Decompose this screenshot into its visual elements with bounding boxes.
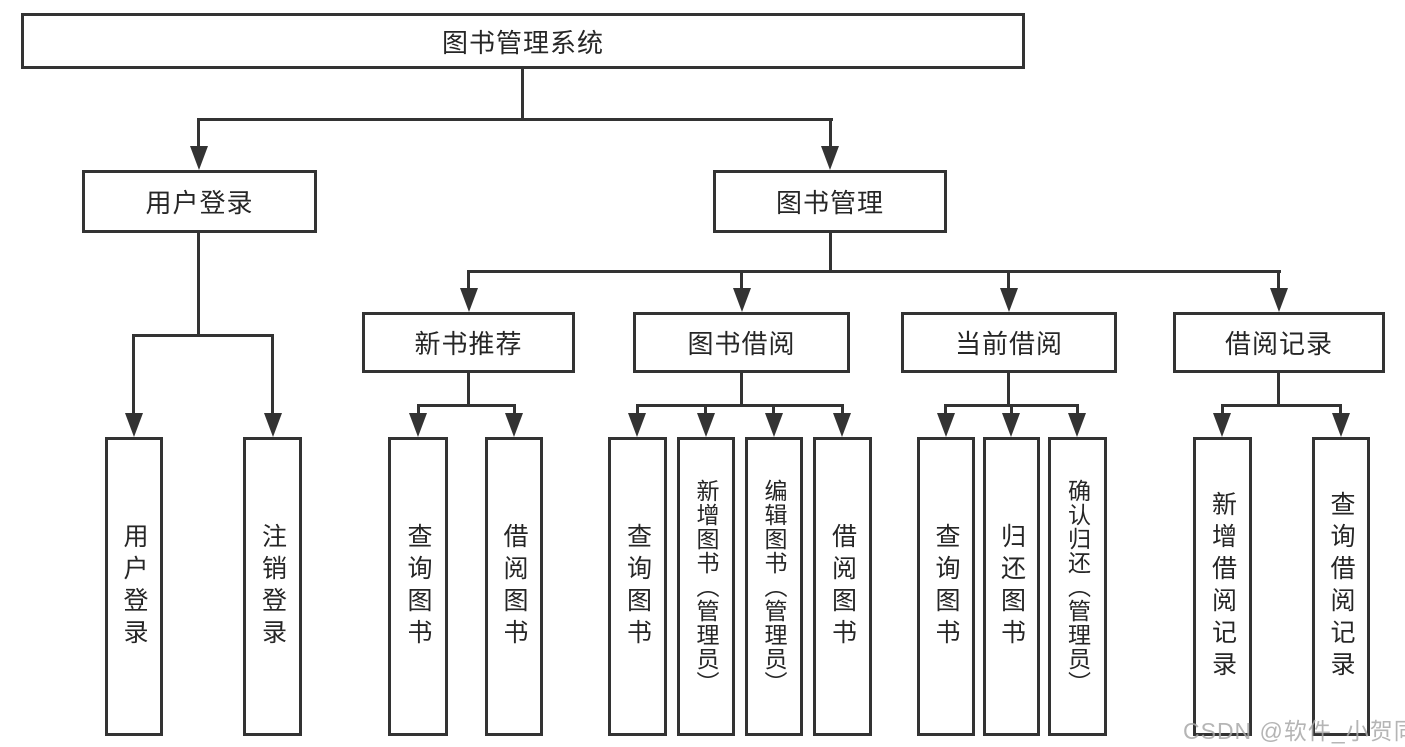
leaf-confirm-return-admin: 确认归还（管理员） [1048,437,1107,736]
connector-line [467,373,470,406]
arrow-down-icon [190,146,208,170]
leaf-add-book-admin-label: 新增图书（管理员） [693,478,719,695]
connector-line [513,404,516,414]
arrow-down-icon [1332,413,1350,437]
node-book-management: 图书管理 [713,170,947,233]
leaf-borrow-books-recommend: 借阅图书 [485,437,543,736]
leaf-user-login-label: 用户登录 [120,522,148,651]
connector-line [197,233,200,337]
connector-line [1221,404,1342,407]
leaf-query-borrow-record: 查询借阅记录 [1312,437,1370,736]
node-book-borrow: 图书借阅 [633,312,850,373]
connector-line [740,270,743,288]
leaf-add-book-admin: 新增图书（管理员） [677,437,735,736]
connector-line [1010,404,1013,414]
node-user-login-label: 用户登录 [145,188,254,218]
connector-line [521,68,524,120]
connector-line [841,404,844,414]
leaf-logout: 注销登录 [243,437,302,736]
watermark: CSDN @软件_小贺同学 [1183,718,1405,744]
connector-line [197,118,833,121]
connector-line [829,233,832,273]
leaf-borrow-books: 借阅图书 [813,437,872,736]
arrow-down-icon [628,413,646,437]
arrow-down-icon [1068,413,1086,437]
connector-line [468,270,1281,273]
node-new-book-recommend: 新书推荐 [362,312,575,373]
leaf-query-books-borrow: 查询图书 [608,437,667,736]
leaf-query-borrow-record-label: 查询借阅记录 [1327,490,1355,683]
connector-line [1007,373,1010,406]
node-user-login: 用户登录 [82,170,317,233]
node-borrow-record-label: 借阅记录 [1224,329,1333,359]
leaf-return-book: 归还图书 [983,437,1040,736]
node-current-borrow-label: 当前借阅 [954,329,1063,359]
leaf-query-books-current-label: 查询图书 [932,522,960,651]
connector-line [417,404,516,407]
connector-line [740,373,743,406]
leaf-edit-book-admin-label: 编辑图书（管理员） [761,478,787,695]
node-current-borrow: 当前借阅 [901,312,1117,373]
arrow-down-icon [409,413,427,437]
connector-line [271,334,274,413]
arrow-down-icon [460,288,478,312]
arrow-down-icon [125,413,143,437]
leaf-add-borrow-record-label: 新增借阅记录 [1208,490,1237,683]
leaf-borrow-books-recommend-label: 借阅图书 [500,522,528,651]
arrow-down-icon [1002,413,1020,437]
arrow-down-icon [821,146,839,170]
connector-line [829,118,832,148]
connector-line [417,404,420,414]
connector-line [1277,270,1280,288]
arrow-down-icon [697,413,715,437]
arrow-down-icon [937,413,955,437]
arrow-down-icon [1213,413,1231,437]
node-new-book-recommend-label: 新书推荐 [414,329,523,359]
node-book-management-label: 图书管理 [775,188,884,218]
connector-line [944,404,947,414]
arrow-down-icon [733,288,751,312]
arrow-down-icon [1270,288,1288,312]
node-root: 图书管理系统 [21,13,1025,69]
connector-line [1076,404,1079,414]
leaf-query-books-recommend-label: 查询图书 [404,522,432,651]
arrow-down-icon [505,413,523,437]
arrow-down-icon [264,413,282,437]
leaf-add-borrow-record: 新增借阅记录 [1193,437,1252,736]
connector-line [1277,373,1280,406]
connector-line [772,404,775,414]
leaf-edit-book-admin: 编辑图书（管理员） [745,437,803,736]
leaf-borrow-books-label: 借阅图书 [828,522,857,651]
connector-line [197,118,200,148]
leaf-query-books-borrow-label: 查询图书 [623,522,652,651]
connector-line [132,334,274,337]
connector-line [467,270,470,288]
connector-line [704,404,707,414]
leaf-user-login: 用户登录 [105,437,163,736]
connector-line [132,334,135,413]
leaf-return-book-label: 归还图书 [997,522,1026,651]
leaf-query-books-current: 查询图书 [917,437,975,736]
leaf-query-books-recommend: 查询图书 [388,437,448,736]
arrow-down-icon [833,413,851,437]
node-book-borrow-label: 图书借阅 [687,329,796,359]
connector-line [636,404,639,414]
arrow-down-icon [765,413,783,437]
leaf-confirm-return-admin-label: 确认归还（管理员） [1064,478,1091,695]
connector-line [636,404,843,407]
node-root-label: 图书管理系统 [441,27,604,58]
connector-line [1339,404,1342,414]
arrow-down-icon [1000,288,1018,312]
node-borrow-record: 借阅记录 [1173,312,1385,373]
connector-line [1221,404,1224,414]
connector-line [1007,270,1010,288]
leaf-logout-label: 注销登录 [258,522,287,651]
